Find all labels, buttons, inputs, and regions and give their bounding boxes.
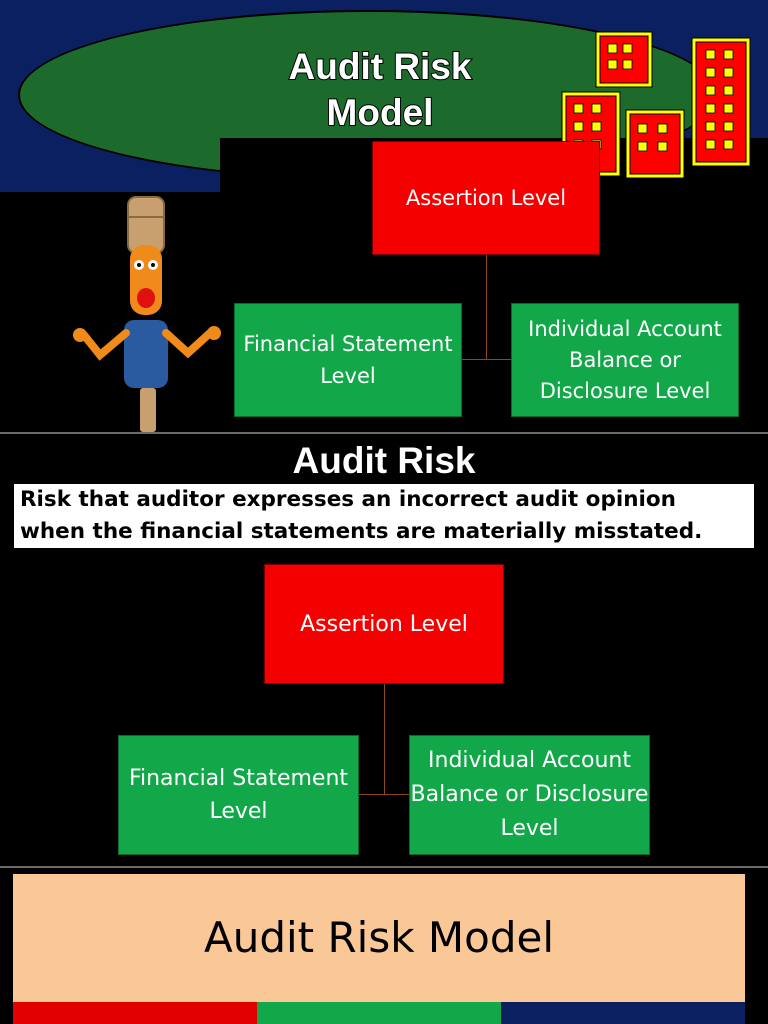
title-line-2: Model	[326, 91, 435, 134]
assertion-level-box: Assertion Level	[264, 564, 504, 684]
audit-risk-definition: Risk that auditor expresses an incorrect…	[14, 484, 754, 548]
slide-1: Audit Risk Model	[0, 0, 768, 432]
connector-line	[462, 359, 511, 360]
individual-account-level-box: Individual Account Balance or Disclosure…	[409, 735, 650, 855]
slide-2-title: Audit Risk	[292, 439, 477, 482]
connector-line	[359, 794, 409, 795]
financial-statement-level-box: Financial Statement Level	[118, 735, 359, 855]
slide-2: Audit Risk Risk that auditor expresses a…	[0, 434, 768, 866]
red-bar	[13, 1002, 257, 1024]
assertion-level-box: Assertion Level	[372, 141, 600, 255]
slide-3: Audit Risk Model	[0, 868, 768, 1024]
connector-line	[486, 255, 487, 360]
blue-bar	[501, 1002, 745, 1024]
individual-account-level-box: Individual Account Balance or Disclosure…	[511, 303, 739, 417]
title-panel: Audit Risk Model	[13, 874, 745, 1024]
green-bar	[257, 1002, 501, 1024]
person-icon	[73, 196, 221, 432]
title-line-1: Audit Risk	[288, 45, 473, 88]
slide-1-title: Audit Risk Model	[170, 44, 590, 136]
financial-statement-level-box: Financial Statement Level	[234, 303, 462, 417]
slide-3-title: Audit Risk Model	[203, 913, 554, 962]
slide-divider	[0, 432, 768, 434]
buildings-icon	[561, 31, 751, 179]
connector-line	[384, 684, 385, 795]
slide-divider	[0, 866, 768, 868]
